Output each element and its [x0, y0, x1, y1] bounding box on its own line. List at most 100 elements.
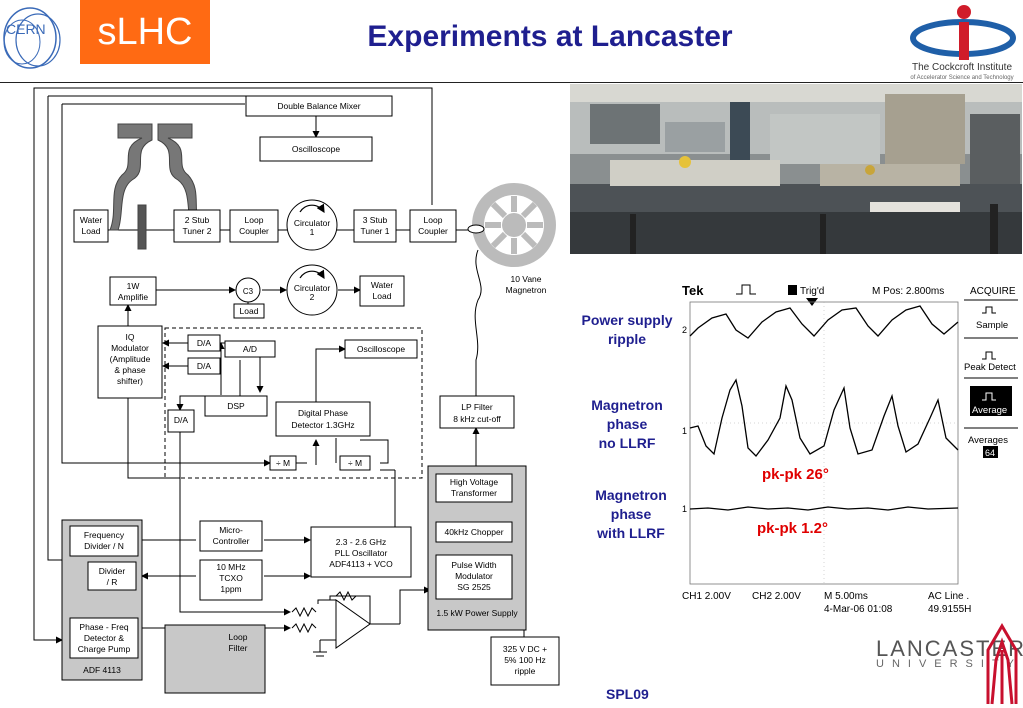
dc-l3: ripple [515, 666, 536, 676]
box-oscilloscope-top [259, 136, 373, 162]
scope-date: 4-Mar-06 01:08 [824, 604, 893, 615]
trace-with-llrf [689, 506, 959, 511]
scope-freq: 49.9155H [928, 604, 971, 615]
dsp-label: DSP [227, 401, 245, 411]
cern-text: CERN [6, 21, 46, 37]
pfd-l3: Charge Pump [78, 644, 131, 654]
amp-l2: Amplifie [118, 292, 149, 302]
with-llrf-l2: phase [610, 506, 652, 522]
ch1-marker-b: 1 [682, 504, 687, 514]
magnetron-l1: 10 Vane [510, 274, 541, 284]
pk26-label: pk-pk 26° [762, 466, 829, 483]
scope-ch2: CH2 2.00V [752, 591, 801, 602]
scope-timebase: M 5.00ms [824, 591, 868, 602]
no-llrf-l3: no LLRF [598, 435, 656, 451]
water-load-mid-l2: Load [373, 291, 392, 301]
chopper-label: 40kHz Chopper [444, 527, 503, 537]
water-load-top-l1: Water [80, 215, 103, 225]
ch1-marker-a: 1 [682, 426, 687, 436]
trace-ripple [689, 305, 959, 339]
no-llrf-l1: Magnetron [591, 397, 663, 413]
loopc-r-l2: Coupler [418, 226, 448, 236]
scope-trig: Trig'd [800, 286, 824, 297]
divr-l2: / R [107, 577, 118, 587]
loopc-l-l2: Coupler [239, 226, 269, 236]
pll-l1: 2.3 - 2.6 GHz [336, 537, 387, 547]
osc-mid-label: Oscilloscope [357, 344, 405, 354]
lancaster-university: UNIVERSITY [876, 658, 1023, 670]
pll-l3: ADF4113 + VCO [329, 559, 393, 569]
block-diagram: Double Balance Mixer Oscilloscope Water … [33, 87, 560, 694]
ps-label: 1.5 kW Power Supply [436, 608, 518, 618]
box-mixer [245, 95, 393, 117]
scope-brand: Tek [682, 283, 704, 298]
c3-label: C3 [243, 287, 254, 296]
tcxo-l3: 1ppm [220, 584, 241, 594]
trace-no-llrf [689, 378, 959, 457]
loopc-r-l1: Loop [424, 215, 443, 225]
osc-top-label: Oscilloscope [292, 144, 340, 154]
da3-label: D/A [174, 415, 189, 425]
page-title: Experiments at Lancaster [367, 20, 733, 53]
dc-l1: 325 V DC + [503, 644, 547, 654]
stub1-l2: Tuner 1 [361, 226, 390, 236]
da2-label: D/A [197, 361, 212, 371]
iq-l3: (Amplitude [110, 354, 151, 364]
ad-label: A/D [243, 344, 257, 354]
scope-acline: AC Line . [928, 591, 969, 602]
mc-l1: Micro- [219, 525, 243, 535]
iq-l1: IQ [126, 332, 135, 342]
divr-l1: Divider [99, 566, 126, 576]
scope-menu-peak: Peak Detect [964, 362, 1016, 373]
scope-menu-title: ACQUIRE [970, 286, 1016, 297]
slhc-badge: sLHC [80, 0, 210, 64]
pk12-label: pk-pk 1.2° [757, 520, 829, 537]
pfd-l2: Detector & [84, 633, 124, 643]
cockcroft-sub: of Accelerator Science and Technology [910, 75, 1014, 81]
pwm-l2: Modulator [455, 571, 493, 581]
circ2-l1: Circulator [294, 283, 331, 293]
footer-spl: SPL09 [606, 686, 649, 702]
dpd-l1: Digital Phase [298, 408, 348, 418]
scope-menu-averages: Averages [968, 435, 1008, 446]
dc-l2: 5% 100 Hz [504, 655, 546, 665]
scope-menu-average: Average [972, 405, 1007, 416]
with-llrf-l3: with LLRF [597, 525, 665, 541]
iq-l2: Modulator [111, 343, 149, 353]
iq-l4: & phase [114, 365, 145, 375]
magnetron-l2: Magnetron [506, 285, 547, 295]
stub2-l1: 2 Stub [185, 215, 210, 225]
magnetron-wheel [467, 183, 556, 267]
amp-l1: 1W [127, 281, 140, 291]
scope-menu-sample: Sample [976, 320, 1008, 331]
tcxo-l1: 10 MHz [216, 562, 245, 572]
cockcroft-text: The Cockcroft Institute of Accelerator S… [902, 62, 1022, 84]
scope-ch1: CH1 2.00V [682, 591, 731, 602]
scope-mpos: M Pos: 2.800ms [872, 286, 944, 297]
no-llrf-l2: phase [606, 416, 648, 432]
mixer-label: Double Balance Mixer [277, 101, 360, 111]
ch2-marker: 2 [682, 325, 687, 335]
tcxo-l2: TCXO [219, 573, 243, 583]
stub2-l2: Tuner 2 [183, 226, 212, 236]
lancaster-crest [986, 623, 1018, 705]
lab-photo [570, 84, 1022, 254]
dpd-l2: Detector 1.3GHz [291, 420, 354, 430]
loopc-l-l1: Loop [245, 215, 264, 225]
pwm-l1: Pulse Width [451, 560, 497, 570]
pll-l2: PLL Oscillator [335, 548, 388, 558]
iq-l5: shifter) [117, 376, 143, 386]
adf-label: ADF 4113 [83, 665, 121, 675]
oscilloscope-screen: Tek Trig'd M Pos: 2.800ms 2 1 1 CH1 2.00… [678, 278, 1022, 618]
scope-averages-value: 64 [985, 448, 995, 458]
lpf-l2: 8 kHz cut-off [453, 414, 501, 424]
stub1-l1: 3 Stub [363, 215, 388, 225]
circ1-l2: 1 [310, 227, 315, 237]
ripple-l1: Power supply [581, 312, 673, 328]
fdiv-l1: Frequency [84, 530, 125, 540]
divm2-label: ÷ M [348, 458, 362, 468]
header-divider [0, 82, 1023, 83]
water-load-top-l2: Load [82, 226, 101, 236]
with-llrf-label: Magnetron phase with LLRF [570, 486, 692, 543]
circ1-l1: Circulator [294, 218, 331, 228]
